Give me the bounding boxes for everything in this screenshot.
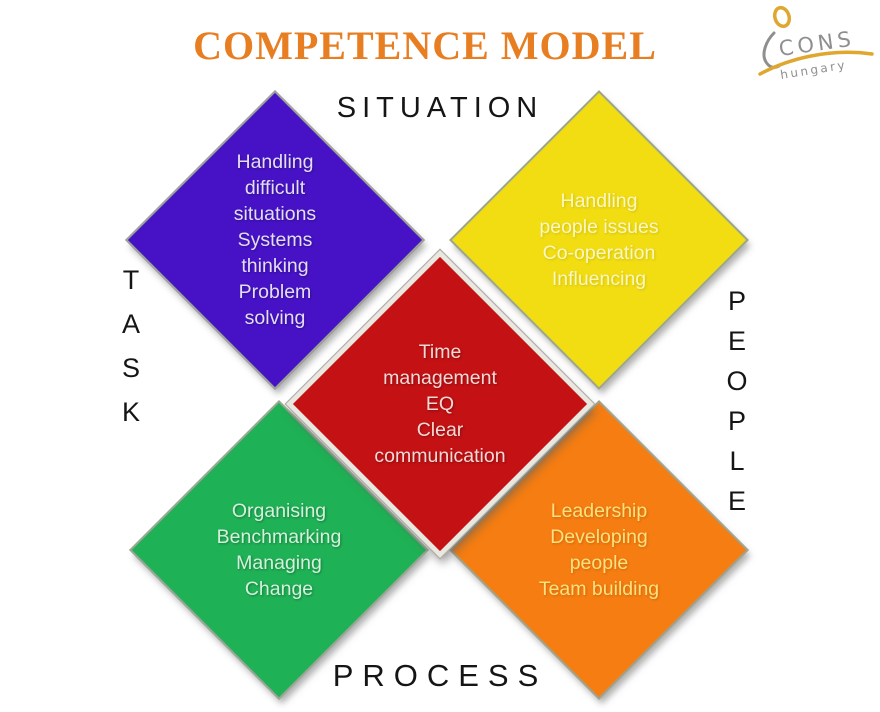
axis-label-task: TASK [116, 265, 146, 441]
diamond-core-competences-text: Time management EQ Clear communication [374, 341, 506, 467]
icons-hungary-logo: CONS hungary [743, 0, 880, 100]
logo-swoosh-icon [758, 50, 874, 76]
axis-label-people: PEOPLE [722, 286, 752, 526]
logo-graphic: CONS hungary [758, 5, 874, 82]
axis-label-situation: SITUATION [336, 92, 544, 124]
logo-dot-icon [772, 5, 792, 29]
page-title: COMPETENCE MODEL [193, 23, 657, 68]
axis-label-process: PROCESS [332, 658, 548, 693]
diamond-core-competences: Time management EQ Clear communication [284, 248, 596, 560]
logo-text-cons: CONS [777, 27, 856, 61]
